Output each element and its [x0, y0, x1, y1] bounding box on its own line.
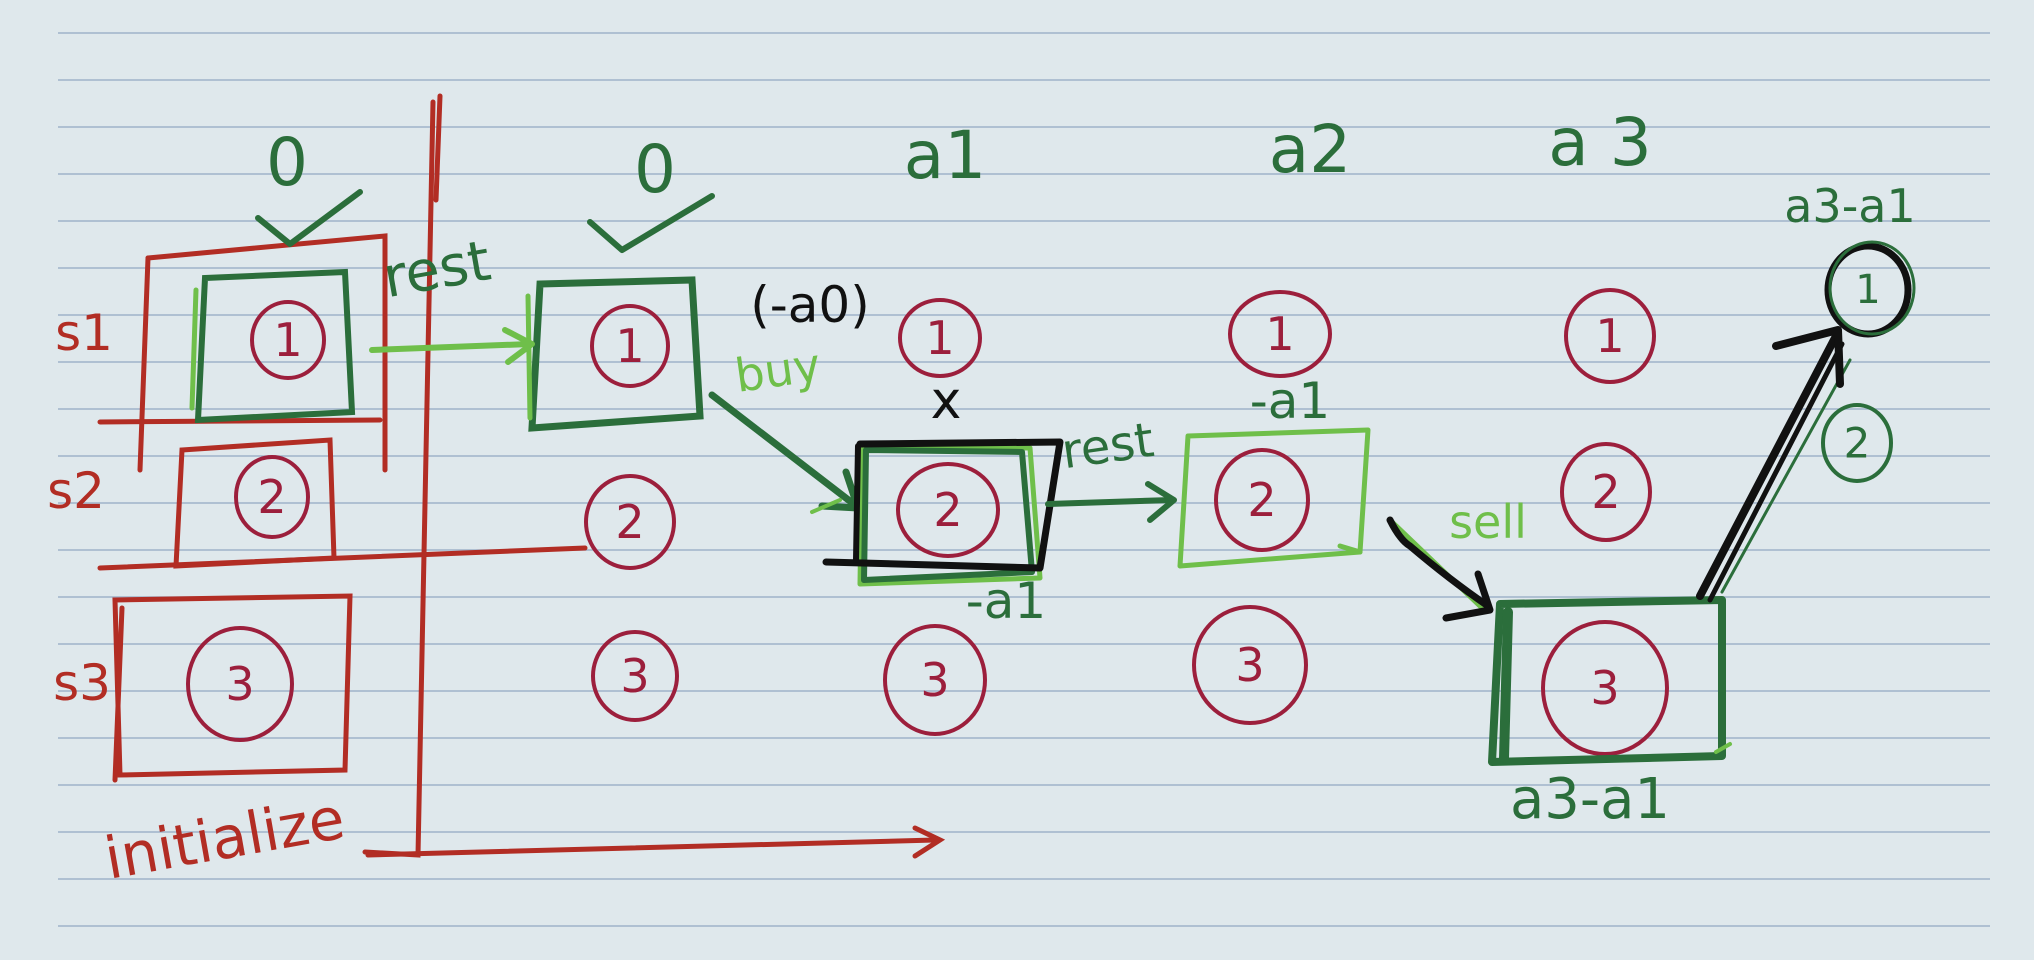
init-grid	[97, 93, 946, 859]
header-t0: 0	[634, 131, 676, 208]
row-labels: s1 s2 s3	[47, 304, 113, 712]
rest-label-initial: rest	[378, 228, 495, 311]
rest-arrow-middle	[1045, 481, 1177, 523]
t3-s1-circle	[1564, 288, 1656, 384]
t3b-s2-circle	[1821, 403, 1893, 483]
t3-s1-number: 1	[1595, 309, 1624, 363]
t2-s1-number: 1	[1265, 307, 1294, 361]
t2-s2-circle	[1214, 448, 1310, 552]
header-t3: a 3	[1548, 104, 1651, 181]
t2-s3-number: 3	[1235, 638, 1264, 692]
t1-s1-circle	[898, 298, 982, 378]
t0-s3-number: 3	[620, 649, 649, 703]
header-t2: a2	[1269, 111, 1351, 188]
init-s3-number: 3	[225, 657, 254, 711]
a3-minus-a1-bottom-label: a3-a1	[1510, 767, 1670, 832]
init-s2-circle	[234, 455, 310, 539]
buy-arrow	[708, 391, 862, 514]
t0-s2-number: 2	[615, 495, 644, 549]
t1-s2-circle	[896, 462, 1000, 558]
t3-s3-number: 3	[1590, 661, 1619, 715]
t3-s2-number: 2	[1591, 465, 1620, 519]
header-t1: a1	[904, 117, 986, 194]
t2-s2-box	[1177, 427, 1371, 569]
init-s2-number: 2	[257, 470, 286, 524]
t1-s1-number: 1	[925, 311, 954, 365]
final-s1-circle	[1824, 240, 1916, 338]
t1-s3-circle	[883, 624, 987, 736]
t1-s3-number: 3	[920, 653, 949, 707]
final-s1-number: 1	[1855, 267, 1880, 313]
cross-mark: x	[931, 371, 962, 431]
t3b-s2-number: 2	[1844, 419, 1871, 468]
check-icon-t0	[587, 193, 715, 253]
init-s3-circle	[186, 626, 294, 742]
state-circles	[186, 288, 1669, 756]
t2-s3-circle	[1192, 605, 1308, 725]
t3-s2-circle	[1560, 442, 1652, 542]
initialize-label: initialize	[100, 784, 350, 893]
init-s1-circle	[250, 300, 326, 380]
check-icon-init	[255, 189, 363, 247]
column-headers: 0 0 a1 a2 a 3	[266, 104, 1652, 208]
sell-arrow	[1386, 516, 1494, 622]
buy-label: buy	[732, 337, 824, 402]
rest-arrow-initial	[369, 327, 535, 365]
row-label-s2: s2	[47, 462, 105, 520]
row-label-s3: s3	[53, 654, 111, 712]
t2-s1-circle	[1228, 290, 1332, 378]
state-numbers: 1 2 3 1 2 3 1 2 3 1 2 3 1 2 3	[225, 307, 1624, 715]
row-label-s1: s1	[55, 304, 113, 362]
init-s1-box	[189, 268, 356, 424]
init-s1-number: 1	[273, 313, 302, 367]
t1-s2-number: 2	[933, 483, 962, 537]
minus-a1-below-label: -a1	[966, 572, 1047, 630]
a3-minus-a1-top-label: a3-a1	[1784, 179, 1916, 233]
sell-label: sell	[1449, 495, 1527, 549]
header-init: 0	[266, 124, 308, 201]
t0-s1-circle	[590, 304, 670, 388]
t3-s3-box	[1488, 596, 1732, 766]
t0-s1-box	[525, 276, 704, 432]
extra-circles	[1821, 403, 1893, 483]
minus-a1-above-label: -a1	[1250, 372, 1331, 430]
check-marks	[255, 189, 715, 253]
t0-s2-circle	[584, 474, 676, 570]
final-arrow	[1696, 326, 1852, 603]
t0-s3-circle	[591, 630, 679, 722]
rest-label-middle: rest	[1058, 412, 1157, 480]
minus-a0-label: (-a0)	[750, 276, 870, 334]
t0-s1-number: 1	[615, 319, 644, 373]
t3-s3-circle	[1541, 620, 1669, 756]
t2-s2-number: 2	[1247, 473, 1276, 527]
